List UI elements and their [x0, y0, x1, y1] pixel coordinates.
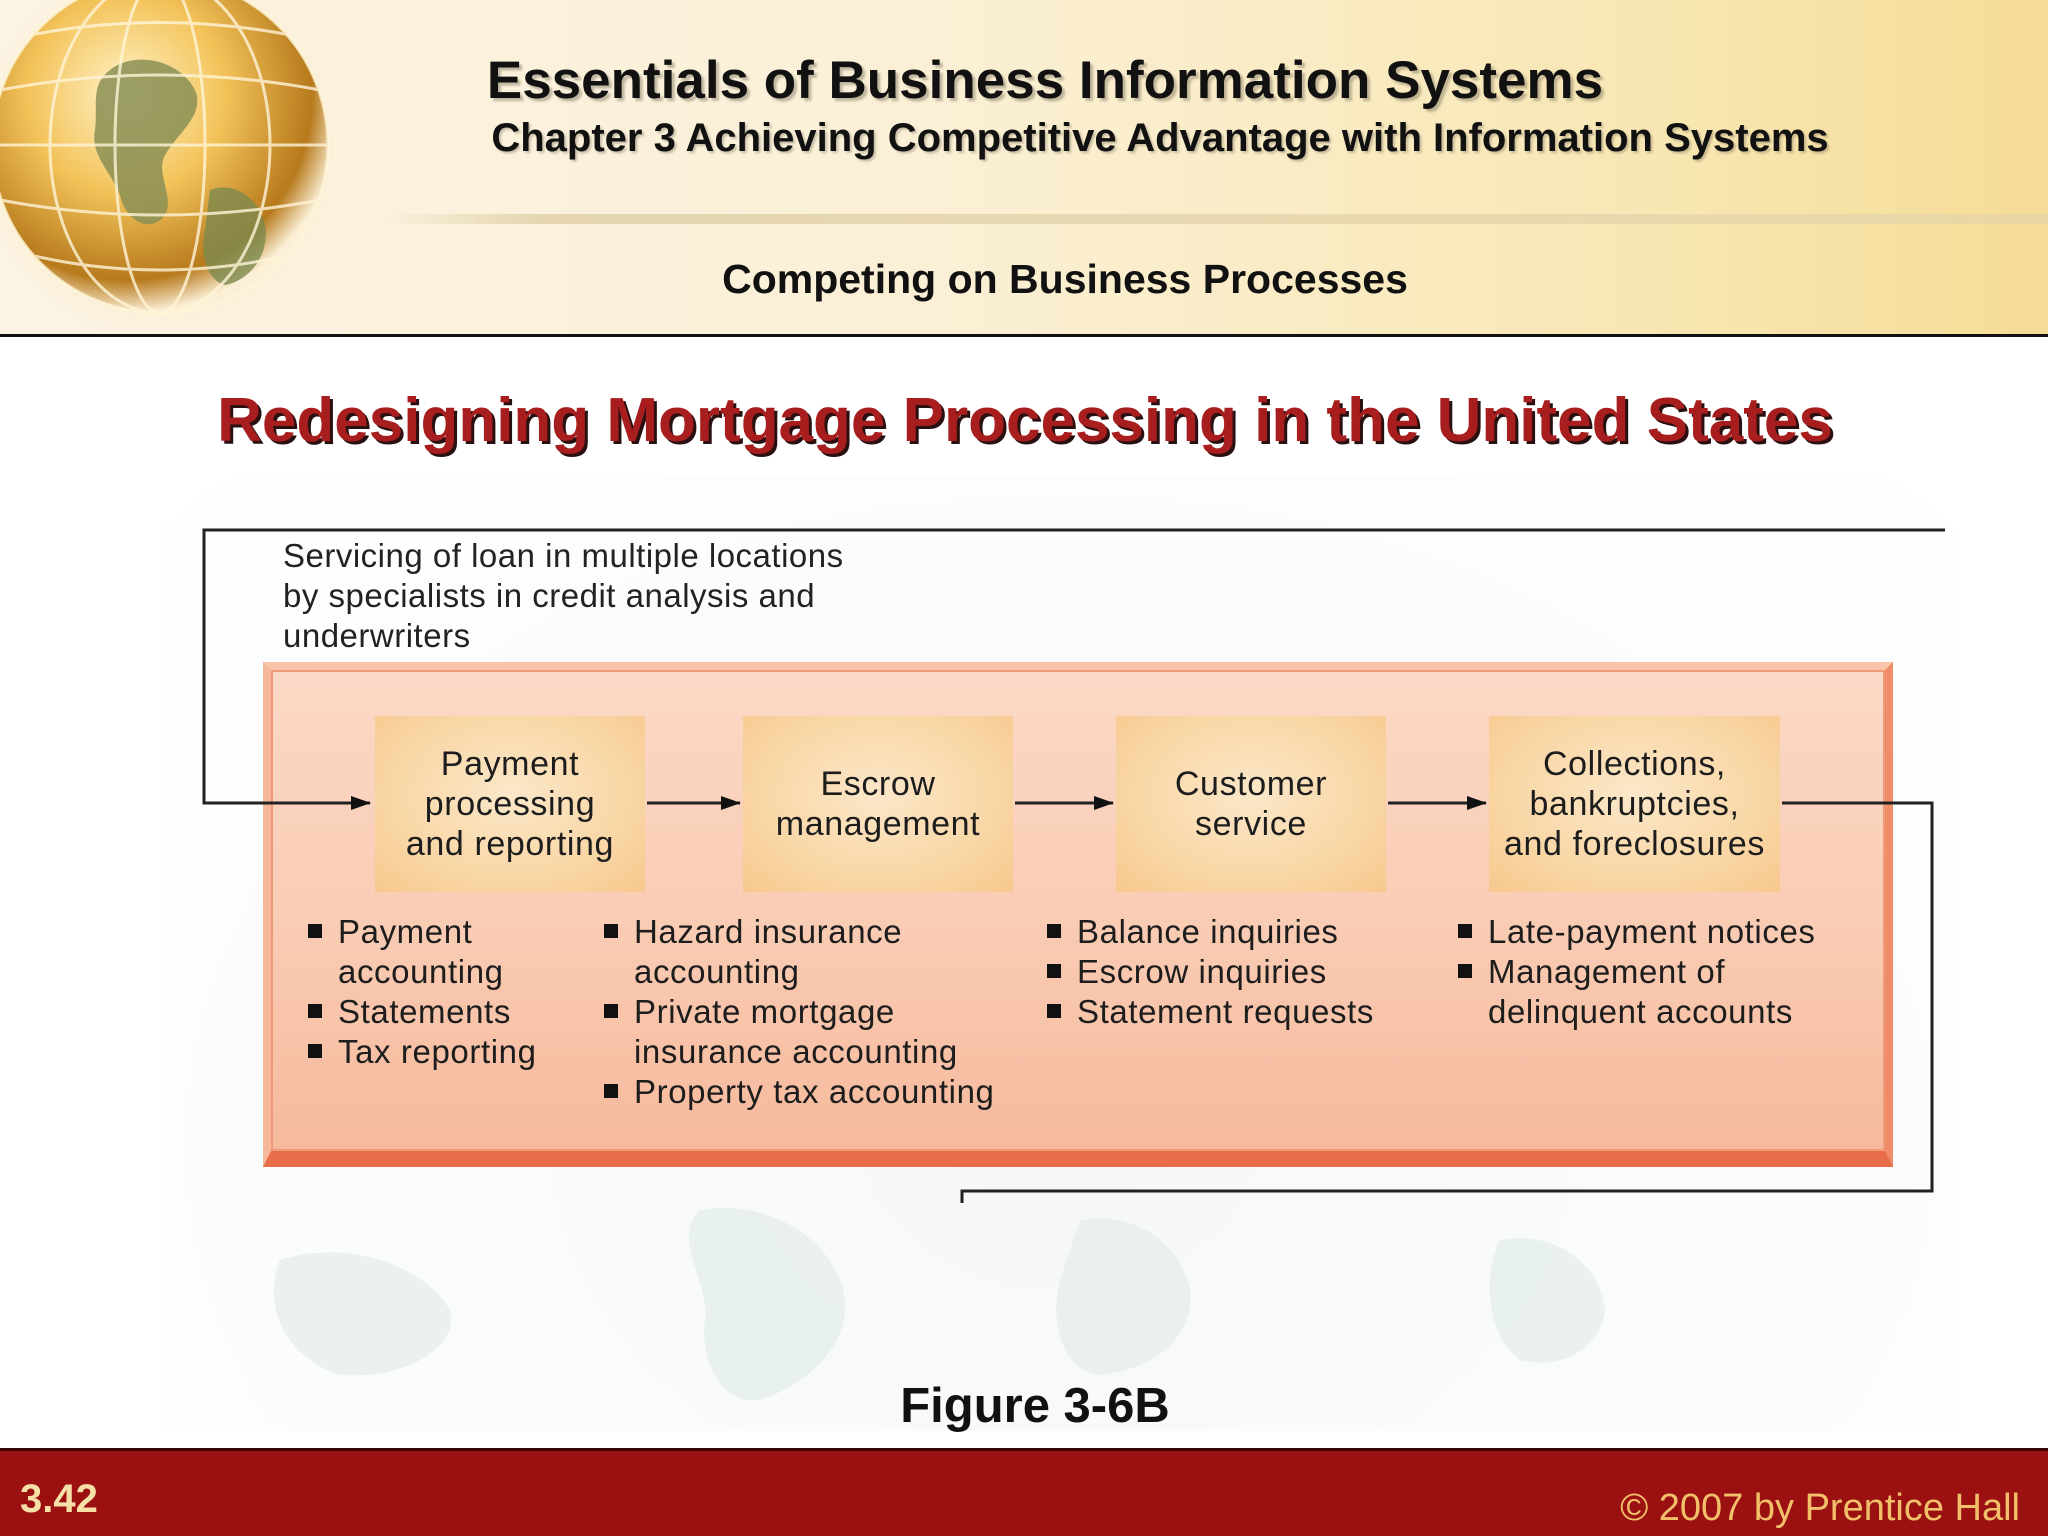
bullet-item: Payment accounting [308, 912, 537, 992]
book-title: Essentials of Business Information Syste… [486, 51, 1604, 110]
entry-connector [202, 528, 1945, 810]
section-title: Competing on Business Processes [722, 256, 1408, 302]
step-label: Escrow management [775, 765, 981, 843]
copyright-notice: © 2007 by Prentice Hall [1620, 1487, 2020, 1529]
header-divider [0, 334, 2048, 337]
bullet-item: Property tax accounting [604, 1072, 995, 1112]
bullet-item: Tax reporting [308, 1032, 537, 1072]
bullet-item: Management of delinquent accounts [1458, 952, 1816, 1032]
slide-title: Redesigning Mortgage Processing in the U… [217, 386, 1833, 455]
step-label: Collections, bankruptcies, and foreclosu… [1504, 745, 1765, 863]
world-map-watermark [273, 1208, 1605, 1401]
globe-icon [0, 0, 355, 337]
bullet-item: Late-payment notices [1458, 912, 1816, 952]
bullet-list-payment: Payment accounting Statements Tax report… [308, 912, 537, 1072]
bullet-item: Balance inquiries [1047, 912, 1374, 952]
slide-footer: 3.42 © 2007 by Prentice Hall [0, 1448, 2048, 1536]
figure-label: Figure 3-6B [900, 1379, 1170, 1433]
step-customer-service: Customer service [1116, 716, 1386, 892]
slide-header: Essentials of Business Information Syste… [0, 0, 2048, 337]
intro-text: Servicing of loan in multiple locations … [283, 537, 844, 654]
bullet-list-customer-service: Balance inquiries Escrow inquiries State… [1047, 912, 1374, 1032]
chapter-title: Chapter 3 Achieving Competitive Advantag… [491, 116, 1829, 160]
bullet-item: Statement requests [1047, 992, 1374, 1032]
slide-number: 3.42 [20, 1477, 98, 1521]
bullet-item: Escrow inquiries [1047, 952, 1374, 992]
step-payment-processing: Payment processing and reporting [375, 716, 645, 892]
step-label: Payment processing and reporting [405, 745, 615, 863]
bullet-item: Hazard insurance accounting [604, 912, 995, 992]
exit-connector [960, 801, 1934, 1203]
step-escrow-management: Escrow management [743, 716, 1013, 892]
header-band [380, 214, 2048, 224]
bullet-list-collections: Late-payment notices Management of delin… [1458, 912, 1816, 1032]
bullet-item: Private mortgage insurance accounting [604, 992, 995, 1072]
bullet-item: Statements [308, 992, 537, 1032]
step-label: Customer service [1174, 765, 1328, 843]
step-collections: Collections, bankruptcies, and foreclosu… [1489, 716, 1780, 892]
bullet-list-escrow: Hazard insurance accounting Private mort… [604, 912, 995, 1112]
